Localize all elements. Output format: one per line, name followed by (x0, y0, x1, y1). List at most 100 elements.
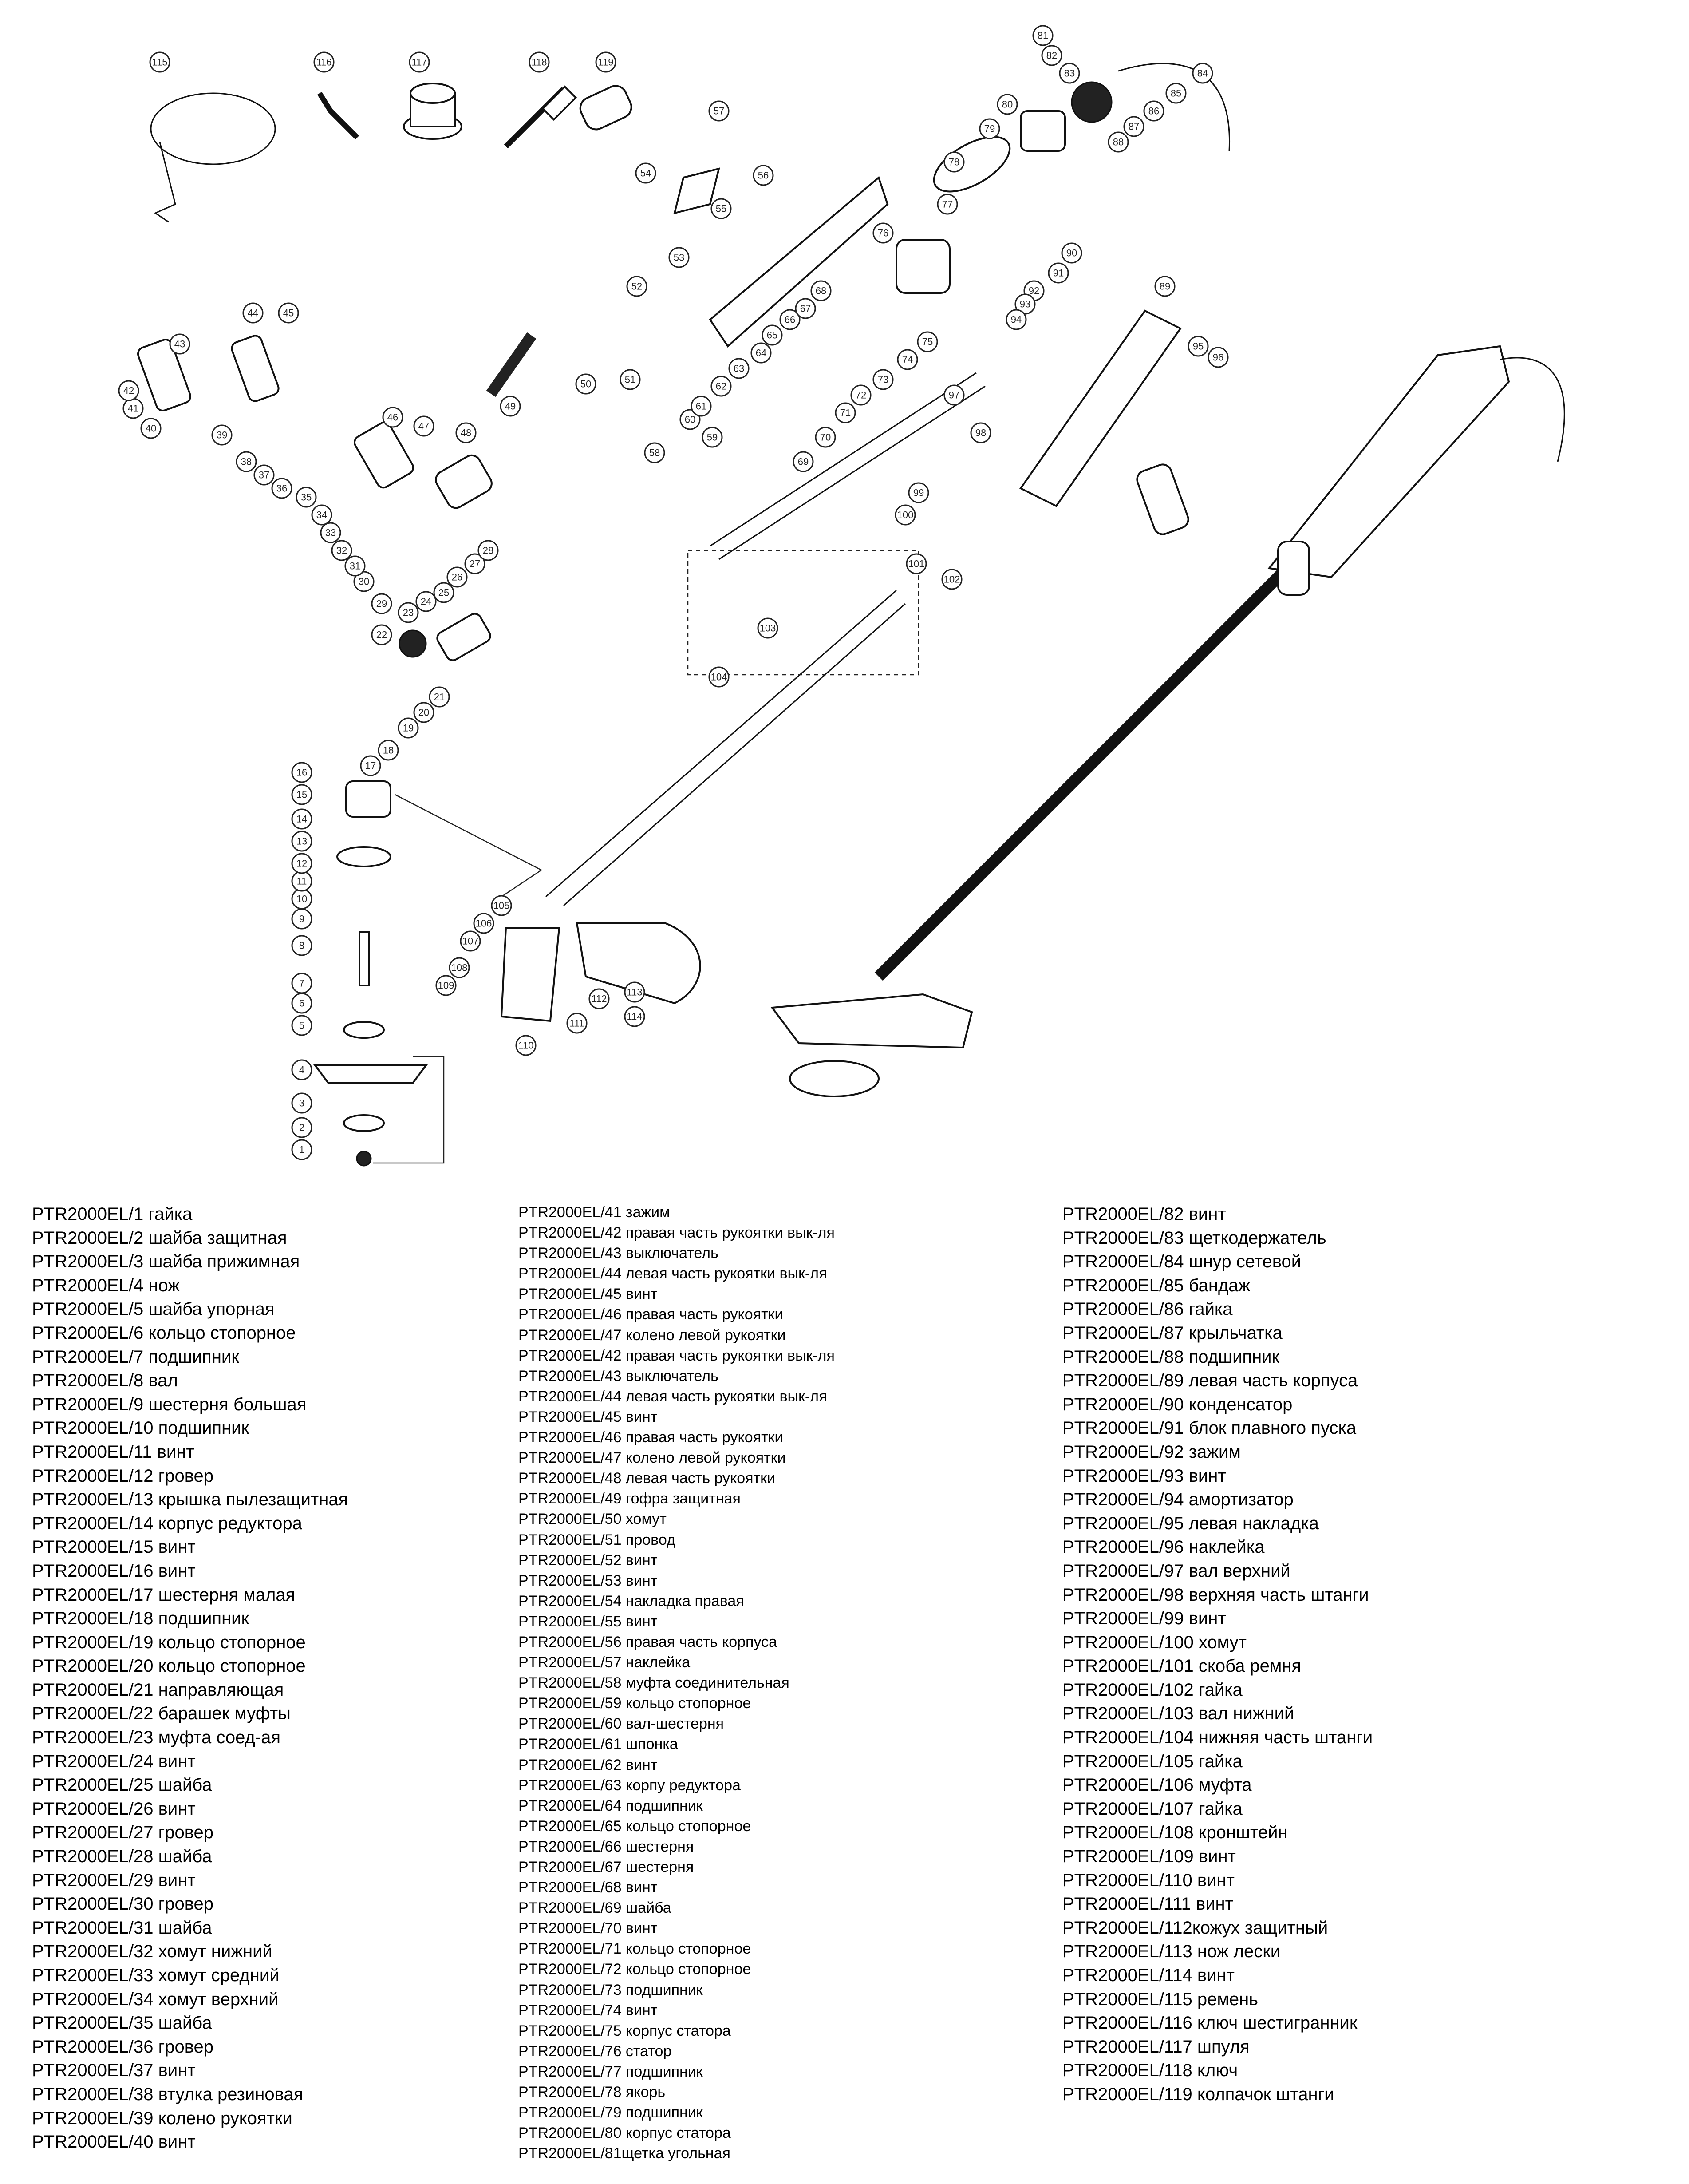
callout-48: 48 (455, 422, 477, 443)
svg-text:56: 56 (758, 170, 769, 181)
callout-29: 29 (371, 593, 392, 614)
callout-99: 99 (908, 482, 929, 503)
svg-text:101: 101 (908, 558, 925, 570)
svg-text:112: 112 (591, 993, 607, 1005)
parts-list-item: PTR2000EL/49 гофра защитная (518, 1490, 741, 1507)
parts-list-item: PTR2000EL/93 винт (1062, 1466, 1226, 1486)
callout-66: 66 (779, 309, 801, 330)
parts-list-item: PTR2000EL/44 левая часть рукоятки вык-ля (518, 1388, 827, 1405)
svg-text:30: 30 (359, 576, 369, 587)
parts-list-item: PTR2000EL/105 гайка (1062, 1751, 1243, 1771)
svg-text:98: 98 (975, 427, 986, 439)
svg-text:84: 84 (1197, 68, 1208, 79)
svg-text:73: 73 (878, 374, 888, 385)
svg-text:100: 100 (897, 510, 914, 521)
callout-79: 79 (979, 118, 1000, 139)
callout-103: 103 (757, 617, 778, 639)
parts-list-item: PTR2000EL/8 вал (32, 1371, 178, 1391)
svg-text:95: 95 (1193, 341, 1204, 352)
parts-list-item: PTR2000EL/16 винт (32, 1561, 196, 1581)
callout-57: 57 (708, 100, 730, 122)
parts-list-item: PTR2000EL/64 подшипник (518, 1797, 703, 1814)
parts-list-item: PTR2000EL/89 левая часть корпуса (1062, 1371, 1358, 1391)
callout-91: 91 (1048, 262, 1069, 284)
callout-107: 107 (460, 930, 481, 952)
parts-list-item: PTR2000EL/27 гровер (32, 1823, 214, 1843)
parts-list-item: PTR2000EL/15 винт (32, 1537, 196, 1557)
callout-83: 83 (1059, 63, 1080, 84)
svg-text:72: 72 (856, 390, 866, 401)
svg-text:83: 83 (1064, 68, 1075, 79)
svg-text:117: 117 (411, 57, 427, 68)
svg-text:34: 34 (316, 510, 327, 521)
callout-114: 114 (624, 1006, 645, 1027)
callout-88: 88 (1108, 131, 1129, 153)
svg-text:69: 69 (798, 456, 809, 467)
callout-65: 65 (762, 324, 783, 346)
svg-text:64: 64 (756, 348, 766, 359)
parts-list-item: PTR2000EL/61 шпонка (518, 1736, 678, 1753)
svg-text:44: 44 (248, 308, 258, 319)
parts-list-item: PTR2000EL/85 бандаж (1062, 1275, 1251, 1295)
svg-text:45: 45 (283, 308, 294, 319)
svg-text:33: 33 (325, 527, 336, 538)
callout-64: 64 (750, 342, 772, 364)
coupling-drawing (399, 613, 491, 661)
handle-bracket-drawing (354, 421, 493, 509)
callout-layer: 1234567891011121314151617181920212223242… (118, 25, 1229, 1160)
callout-34: 34 (311, 504, 332, 526)
callout-9: 9 (291, 908, 312, 930)
callout-44: 44 (242, 302, 264, 324)
svg-text:9: 9 (299, 914, 304, 925)
callout-15: 15 (291, 784, 312, 805)
spool-drawing (403, 83, 462, 140)
svg-text:66: 66 (785, 314, 795, 325)
svg-text:48: 48 (461, 427, 471, 439)
callout-108: 108 (449, 957, 470, 978)
callout-25: 25 (433, 582, 454, 603)
parts-list-item: PTR2000EL/72 кольцо стопорное (518, 1961, 751, 1978)
svg-text:99: 99 (913, 487, 924, 499)
svg-text:76: 76 (878, 228, 888, 239)
parts-list-item: PTR2000EL/12 гровер (32, 1466, 214, 1486)
callout-4: 4 (291, 1059, 312, 1080)
svg-text:51: 51 (625, 374, 635, 385)
parts-list-item: PTR2000EL/67 шестерня (518, 1859, 694, 1875)
parts-list-item: PTR2000EL/13 крышка пылезащитная (32, 1490, 348, 1510)
callout-94: 94 (1006, 309, 1027, 330)
parts-list-item: PTR2000EL/110 винт (1062, 1870, 1235, 1890)
callout-40: 40 (140, 418, 162, 439)
callout-78: 78 (943, 151, 965, 173)
svg-text:43: 43 (174, 339, 185, 350)
parts-list-item: PTR2000EL/53 винт (518, 1572, 658, 1589)
callout-47: 47 (413, 415, 434, 437)
parts-list-item: PTR2000EL/56 правая часть корпуса (518, 1633, 777, 1650)
parts-list-item: PTR2000EL/88 подшипник (1062, 1347, 1280, 1367)
callout-2: 2 (291, 1117, 312, 1138)
svg-text:53: 53 (674, 252, 684, 263)
svg-text:59: 59 (707, 432, 718, 443)
svg-text:12: 12 (296, 858, 307, 869)
guard-drawing (500, 922, 701, 1022)
parts-list-item: PTR2000EL/65 кольцо стопорное (518, 1817, 751, 1835)
callout-17: 17 (360, 755, 381, 776)
parts-list-item: PTR2000EL/33 хомут средний (32, 1966, 280, 1985)
callout-97: 97 (943, 384, 965, 406)
parts-list-item: PTR2000EL/37 винт (32, 2061, 196, 2081)
parts-list-item: PTR2000EL/42 правая часть рукоятки вык-л… (518, 1347, 835, 1364)
svg-text:27: 27 (470, 558, 480, 570)
callout-19: 19 (398, 717, 419, 739)
svg-text:110: 110 (518, 1040, 533, 1051)
callout-95: 95 (1188, 336, 1209, 357)
callout-63: 63 (728, 358, 750, 379)
svg-text:16: 16 (296, 767, 307, 778)
callout-45: 45 (278, 302, 299, 324)
callout-52: 52 (626, 276, 647, 297)
svg-text:78: 78 (949, 157, 959, 168)
svg-text:26: 26 (452, 572, 462, 583)
parts-list-item: PTR2000EL/70 винт (518, 1920, 658, 1937)
parts-list-item: PTR2000EL/119 колпачок штанги (1062, 2084, 1334, 2104)
svg-text:70: 70 (820, 432, 831, 443)
callout-82: 82 (1041, 45, 1062, 66)
